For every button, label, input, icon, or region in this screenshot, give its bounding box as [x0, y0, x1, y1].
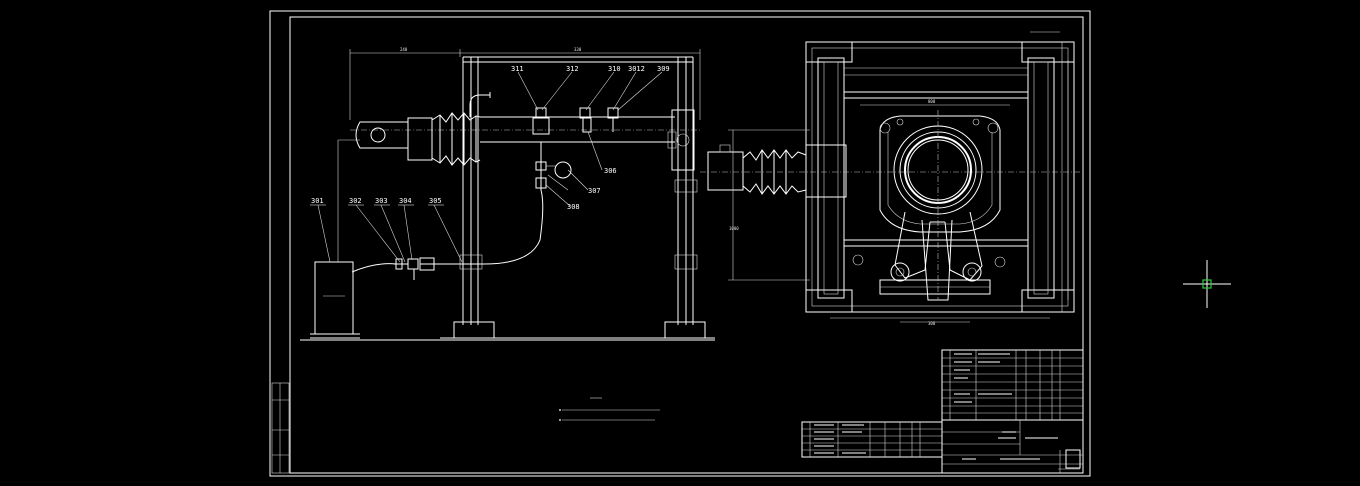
part-label-304: 304 — [399, 197, 412, 205]
part-label-307: 307 — [588, 187, 601, 195]
bellows-coupling — [407, 112, 481, 166]
dim-right-left: 1000 — [729, 226, 739, 231]
bom-table-lower — [801, 421, 943, 458]
bom-table-upper — [941, 349, 1084, 421]
motor — [707, 151, 744, 191]
part-labels-left: 301 302 303 304 305 311 312 310 3012 309… — [311, 47, 670, 211]
part-label-312: 312 — [566, 65, 579, 73]
part-label-310: 310 — [608, 65, 621, 73]
part-label-301: 301 — [311, 197, 324, 205]
part-label-308: 308 — [567, 203, 580, 211]
part-label-303: 303 — [375, 197, 388, 205]
dims-right: 800 300 1000 — [729, 99, 936, 326]
dim-left-top-2: 330 — [574, 47, 582, 52]
title-block — [941, 419, 1084, 474]
part-label-3012: 3012 — [628, 65, 645, 73]
crosshair-cursor-icon — [1183, 260, 1231, 308]
part-label-311: 311 — [511, 65, 524, 73]
left-view — [300, 49, 715, 341]
dim-right-bottom: 300 — [928, 321, 936, 326]
right-view — [700, 31, 1080, 323]
part-label-306: 306 — [604, 167, 617, 175]
part-label-302: 302 — [349, 197, 362, 205]
dim-left-top-1: 240 — [400, 47, 408, 52]
part-label-305: 305 — [429, 197, 442, 205]
dim-right-top: 800 — [928, 99, 936, 104]
drawing-frame — [269, 10, 1091, 477]
part-label-309: 309 — [657, 65, 670, 73]
technical-notes — [558, 397, 660, 422]
control-box — [314, 261, 354, 335]
